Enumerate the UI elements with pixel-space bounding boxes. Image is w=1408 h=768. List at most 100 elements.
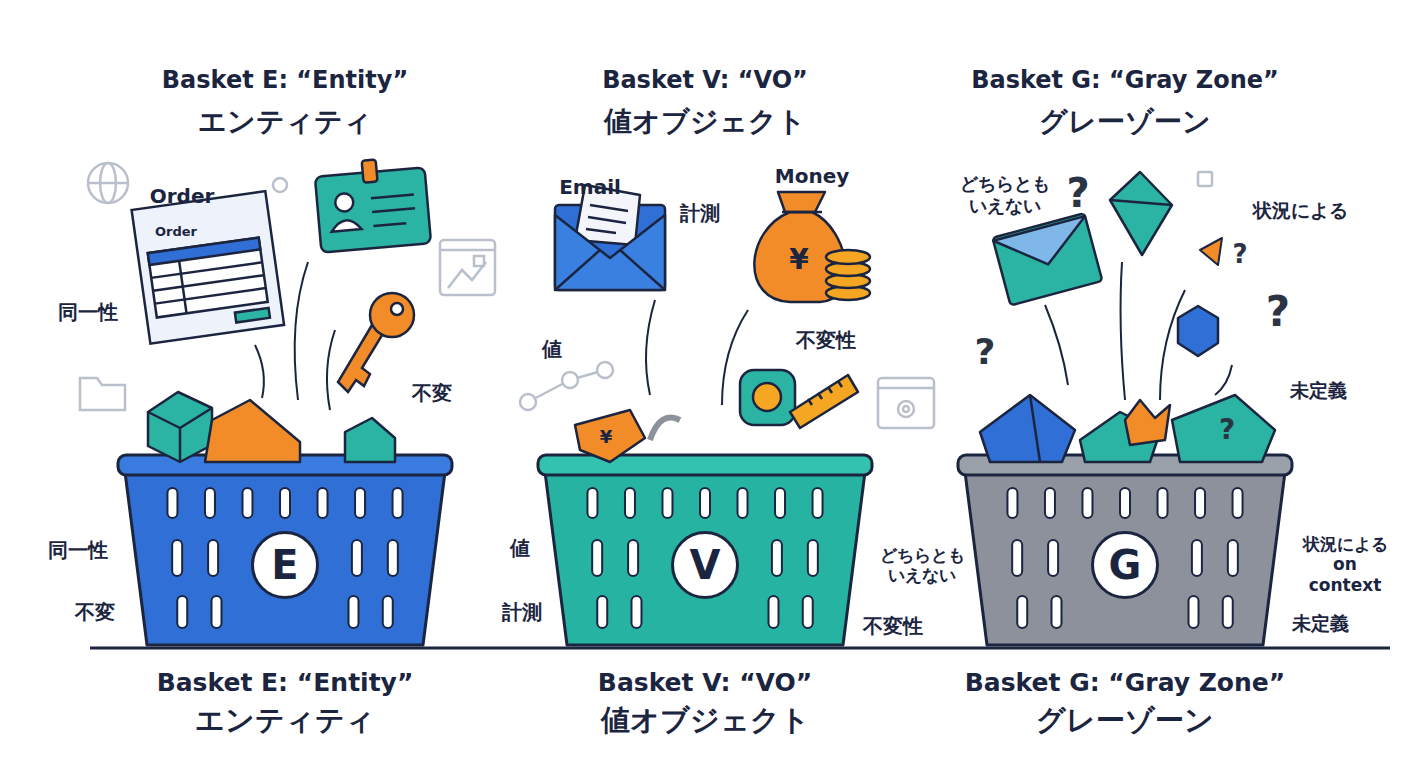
- email-envelope: [586, 229, 616, 233]
- basket-outline: [125, 472, 445, 645]
- coins: [826, 250, 870, 264]
- basket-caption: Basket V: “VO”: [598, 668, 812, 698]
- keyword: 未定義: [1292, 612, 1349, 635]
- id-card: [314, 155, 431, 252]
- basket-outline: [1233, 488, 1243, 518]
- keyword: 計測: [502, 600, 542, 624]
- yen-gem: [575, 410, 645, 462]
- basket-outline: [211, 596, 221, 628]
- triangle-shape: [1200, 238, 1222, 265]
- key-icon: [338, 293, 414, 392]
- basket-outline: [1228, 540, 1238, 576]
- badge-letter: E: [271, 545, 298, 585]
- basket-outline: [205, 488, 215, 518]
- question-mark: ?: [1232, 239, 1247, 270]
- image-icon: [440, 240, 495, 295]
- basket-caption: エンティティ: [195, 703, 375, 738]
- id-card: [331, 219, 362, 232]
- id-card: [362, 160, 378, 183]
- keyword: 不変性: [863, 614, 923, 638]
- order-document: [132, 191, 284, 343]
- tilted-envelope: [992, 213, 1102, 305]
- keyword: 同一性: [48, 538, 108, 562]
- keyword: どちらとも いえない: [957, 173, 1053, 216]
- basket-outline: [383, 596, 393, 628]
- basket-outline: [587, 488, 597, 518]
- basket-caption: Basket E: “Entity”: [157, 668, 414, 698]
- basket-outline: [631, 596, 641, 628]
- blocks: [1172, 395, 1275, 462]
- blocks: [980, 395, 1275, 462]
- basket-outline: [1189, 596, 1199, 628]
- document-title: Order: [155, 224, 197, 240]
- blocks: [148, 408, 212, 462]
- order-document: [132, 191, 284, 343]
- basket-outline: [388, 540, 398, 576]
- money-bag: [782, 211, 822, 214]
- blocks: [148, 392, 395, 462]
- basket-outline: [352, 540, 362, 576]
- keyword: 計測: [680, 201, 720, 225]
- tilted-envelope: [992, 213, 1102, 305]
- node-graph-icon: [520, 362, 613, 410]
- basket-heading: エンティティ: [85, 101, 485, 141]
- globe-icon: [88, 163, 128, 203]
- basket-outline: [813, 488, 823, 518]
- email-envelope: [555, 250, 665, 290]
- keyword: 同一性: [58, 300, 118, 324]
- tape-measure: [740, 370, 795, 425]
- keyword: 状況による: [1253, 199, 1348, 222]
- question-mark: ?: [1266, 287, 1290, 337]
- basket-outline: [1007, 488, 1017, 518]
- basket-outline: [177, 596, 187, 628]
- basket-outline: [1158, 488, 1168, 518]
- basket-outline: [700, 488, 710, 518]
- blocks: [1125, 400, 1170, 445]
- toss-arc: [646, 300, 748, 405]
- keyword: 値: [542, 337, 562, 361]
- basket-outline: [1048, 540, 1058, 576]
- order-document: [151, 262, 262, 278]
- icon-caption: Money: [775, 164, 849, 188]
- basket-outline: [1082, 488, 1092, 518]
- diamond-shape: [1110, 172, 1172, 255]
- question-mark: ?: [975, 330, 996, 373]
- small-square: [1198, 172, 1212, 186]
- tape-measure: [790, 375, 858, 428]
- settings-window: [898, 401, 914, 417]
- image-icon: [474, 256, 484, 266]
- basket-outline: [1051, 596, 1061, 628]
- basket-outline: [545, 472, 865, 645]
- globe-icon: [88, 182, 128, 185]
- basket-heading: 値オブジェクト: [505, 101, 905, 141]
- letter-badge: V: [671, 531, 739, 599]
- key-icon: [370, 293, 414, 337]
- toss-arc: [646, 300, 655, 395]
- yen-gem: [575, 410, 680, 462]
- email-envelope: [555, 215, 665, 290]
- basket-outline: [167, 488, 177, 518]
- settings-window: [903, 406, 909, 412]
- keyword: 不変: [412, 381, 452, 405]
- keyword: 不変: [75, 600, 115, 624]
- node-graph-icon: [520, 394, 536, 410]
- settings-window: [878, 387, 934, 390]
- tape-measure: [740, 370, 858, 428]
- icon-caption: Order: [150, 184, 215, 208]
- toss-arc: [1045, 262, 1232, 400]
- key-icon: [391, 303, 403, 315]
- folder-icon: [80, 378, 125, 410]
- tape-measure: [808, 381, 842, 405]
- basket-outline: [808, 540, 818, 576]
- settings-window: [878, 378, 934, 428]
- diamond-shape: [1110, 172, 1172, 255]
- tape-measure: [753, 383, 781, 411]
- question-mark: ?: [1066, 169, 1089, 217]
- basket-outline: [769, 596, 779, 628]
- basket: Basket E: “Entity”エンティティE: [85, 55, 485, 648]
- basket-outline: [118, 455, 1292, 645]
- basket-outline: [592, 540, 602, 576]
- settings-window: [878, 378, 934, 428]
- diamond-shape: [1110, 200, 1172, 205]
- basket-outline: [738, 488, 748, 518]
